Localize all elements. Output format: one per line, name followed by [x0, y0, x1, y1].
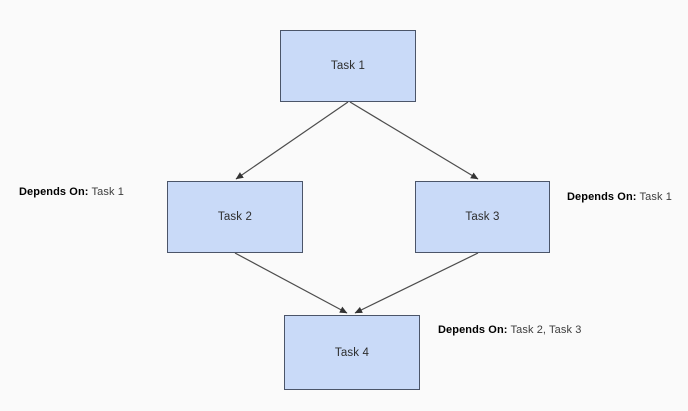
- annotation-value: Task 1: [88, 186, 124, 198]
- task-node-task3: Task 3: [415, 181, 550, 253]
- annotation-dep-task2: Depends On: Task 1: [19, 186, 124, 199]
- annotation-bold-prefix: Depends On:: [19, 186, 89, 198]
- task-node-label: Task 3: [465, 211, 500, 223]
- annotation-dep-task3: Depends On: Task 1: [567, 191, 672, 204]
- task-node-task4: Task 4: [284, 315, 420, 390]
- task-node-label: Task 1: [330, 60, 366, 72]
- annotation-bold-prefix: Depends On:: [438, 324, 508, 336]
- edge-task2-to-task4: [234, 252, 348, 314]
- annotation-value: Task 1: [636, 191, 672, 203]
- annotation-bold-prefix: Depends On:: [567, 191, 637, 203]
- task-node-label: Task 2: [217, 211, 253, 223]
- task-node-label: Task 4: [334, 346, 370, 359]
- annotation-value: Task 2, Task 3: [507, 324, 582, 336]
- task-node-task2: Task 2: [167, 181, 303, 253]
- edge-task1-to-task3: [349, 101, 479, 180]
- annotation-dep-task4: Depends On: Task 2, Task 3: [438, 324, 581, 337]
- edge-task1-to-task2: [235, 101, 349, 180]
- task-node-task1: Task 1: [280, 30, 416, 102]
- edge-task3-to-task4: [354, 252, 479, 314]
